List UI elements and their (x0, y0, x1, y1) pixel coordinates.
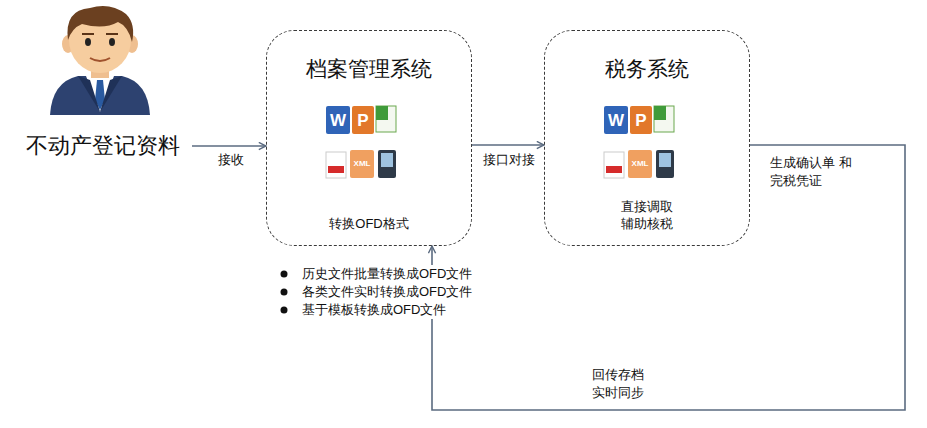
box-title: 档案管理系统 (267, 55, 471, 83)
system-box: 档案管理系统转换OFD格式 (266, 30, 472, 246)
icon-letter: W (608, 112, 624, 129)
flow-arrow (192, 145, 266, 147)
bullet-dots (281, 271, 288, 314)
edge-label: 接口对接 (481, 151, 537, 169)
flow-arrow (472, 144, 544, 146)
icon-letter: W (330, 112, 346, 129)
bullet-text: 基于模板转换成OFD文件 (300, 301, 448, 319)
source-label: 不动产登记资料 (18, 128, 188, 164)
box-title: 税务系统 (545, 55, 749, 83)
icon-letter: P (635, 112, 646, 129)
box-note: 转换OFD格式 (329, 216, 408, 233)
box-note: 直接调取 辅助核税 (618, 199, 676, 233)
person-figure (50, 6, 150, 115)
source-text: 不动产登记资料 (18, 128, 188, 164)
bullet-text: 历史文件批量转换成OFD文件 (300, 265, 474, 283)
flow-arrow (432, 145, 905, 410)
file-icons (326, 106, 674, 178)
flow-note: 生成确认单 和完税凭证 (768, 154, 864, 189)
icon-letter: P (357, 112, 368, 129)
bullet-text: 各类文件实时转换成OFD文件 (300, 283, 474, 301)
edge-label: 接收 (216, 151, 246, 169)
icon-letter: XML (632, 160, 649, 168)
edge-label: 回传存档 实时同步 (590, 366, 652, 401)
icon-letter: XML (354, 160, 371, 168)
system-box: 税务系统直接调取 辅助核税 (544, 30, 750, 246)
